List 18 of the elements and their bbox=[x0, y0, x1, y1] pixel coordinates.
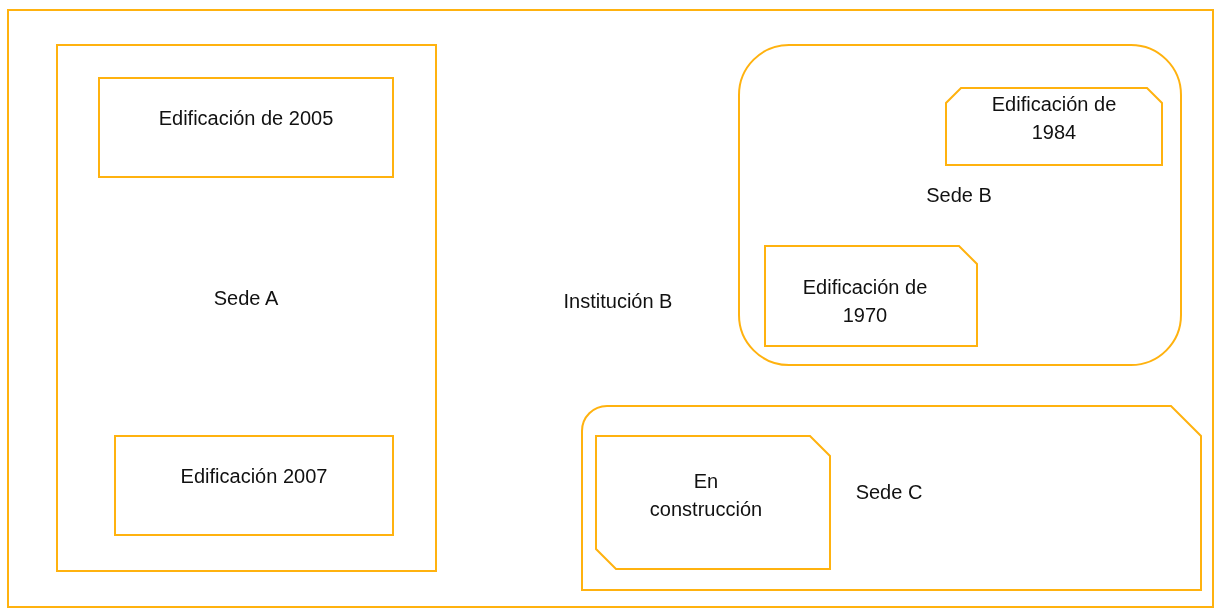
building-box bbox=[765, 246, 977, 346]
building-box bbox=[99, 78, 393, 177]
campus-label: Sede A bbox=[212, 286, 280, 311]
campus-box bbox=[57, 45, 436, 571]
building-label: Edificación de 1970 bbox=[801, 275, 929, 328]
building-label: Edificación de 2005 bbox=[157, 106, 335, 131]
campus-box bbox=[582, 406, 1201, 590]
campus-label: Sede B bbox=[925, 183, 993, 208]
building-box bbox=[115, 436, 393, 535]
institution-box bbox=[8, 10, 1213, 607]
building-box bbox=[596, 436, 830, 569]
campus-box bbox=[739, 45, 1181, 365]
building-label: En construcción bbox=[648, 469, 764, 522]
building-label: Edificación de 1984 bbox=[990, 92, 1118, 145]
building-label: Edificación 2007 bbox=[179, 464, 329, 489]
institution-label: Institución B bbox=[562, 289, 674, 314]
building-box bbox=[946, 88, 1162, 165]
campus-label: Sede C bbox=[854, 480, 924, 505]
